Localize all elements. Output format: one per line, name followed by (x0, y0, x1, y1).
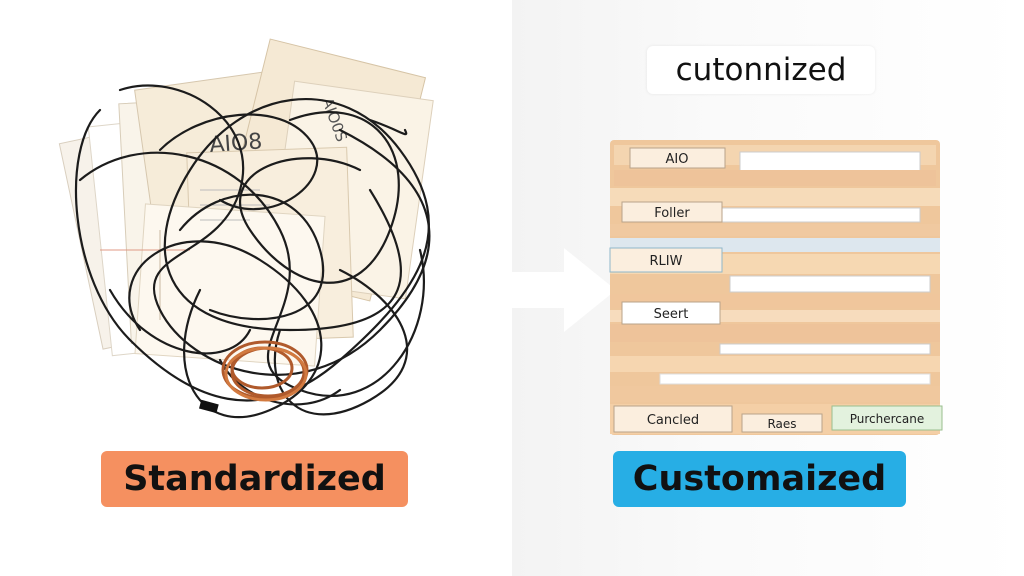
folder-tab-7: Purchercane (850, 412, 925, 426)
right-arrow-icon (512, 248, 616, 332)
messy-papers-illustration: AIO0S AIO8 (58, 38, 434, 419)
copper-coil (221, 340, 309, 402)
customized-label: Customaized (613, 451, 906, 507)
folder-stack-icon: AIO Foller RLIW Seert Cancled Raes Purch… (609, 140, 943, 435)
folder-tab-5: Cancled (647, 413, 699, 428)
folder-tab-4: Seert (654, 307, 689, 322)
folder-tab-3: RLIW (650, 254, 683, 269)
folder-tabs: AIO Foller RLIW Seert Cancled Raes Purch… (609, 147, 943, 433)
cable-plug (199, 399, 219, 414)
folder-tab-1: AIO (666, 152, 689, 167)
folder-tab-2: Foller (654, 206, 690, 221)
standardized-label: Standardized (101, 451, 408, 507)
folder-tab-6: Raes (767, 417, 796, 431)
paper-text-2: AIO8 (209, 129, 263, 158)
top-label: cutonnized (647, 46, 875, 94)
